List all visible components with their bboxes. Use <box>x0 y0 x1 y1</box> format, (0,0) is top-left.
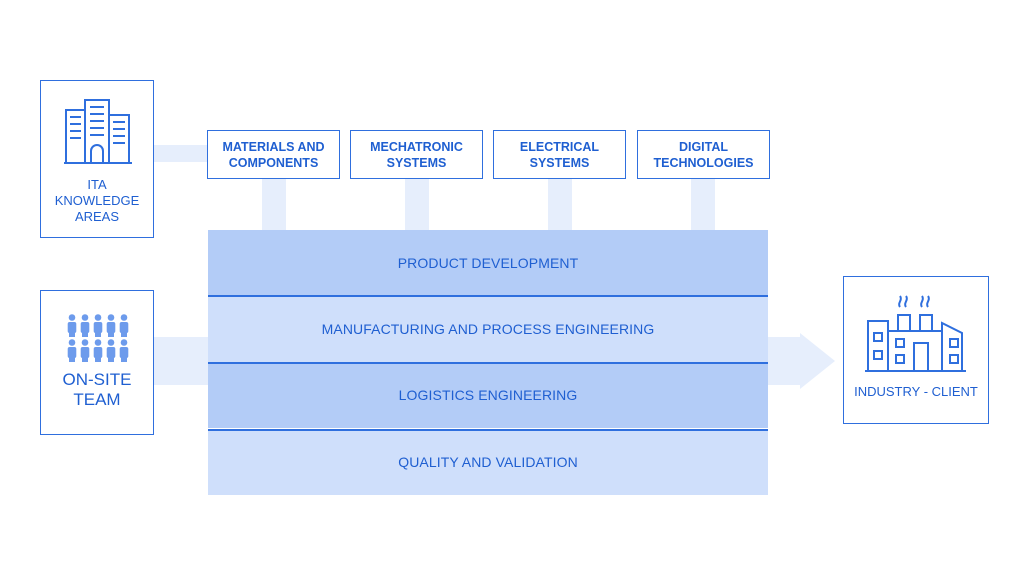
knowledge-areas-box: ITA KNOWLEDGE AREAS <box>40 80 154 238</box>
layer-divider <box>208 429 768 431</box>
on-site-team-label: ON-SITE TEAM <box>62 370 132 409</box>
person-figure <box>67 339 77 362</box>
industry-client-box: INDUSTRY - CLIENT <box>843 276 989 424</box>
area-connector-3 <box>548 178 572 230</box>
person-figure <box>93 339 103 362</box>
area-connector-4 <box>691 178 715 230</box>
knowledge-connector <box>153 145 209 162</box>
person-figure <box>93 314 103 337</box>
layer-product-development: PRODUCT DEVELOPMENT <box>208 230 768 296</box>
person-figure <box>67 314 77 337</box>
layer-manufacturing: MANUFACTURING AND PROCESS ENGINEERING <box>208 296 768 362</box>
layer-quality: QUALITY AND VALIDATION <box>208 429 768 495</box>
area-box-digital: DIGITAL TECHNOLOGIES <box>637 130 770 179</box>
layer-divider <box>208 362 768 364</box>
layer-divider <box>208 295 768 297</box>
area-box-mechatronic: MECHATRONIC SYSTEMS <box>350 130 483 179</box>
area-box-materials: MATERIALS AND COMPONENTS <box>207 130 340 179</box>
office-building-icon <box>64 99 132 164</box>
layer-logistics: LOGISTICS ENGINEERING <box>208 362 768 428</box>
person-figure <box>80 314 90 337</box>
people-group-icon <box>67 314 129 362</box>
on-site-team-box: ON-SITE TEAM <box>40 290 154 435</box>
area-connector-2 <box>405 178 429 230</box>
factory-icon <box>865 295 966 372</box>
person-figure <box>106 314 116 337</box>
area-connector-1 <box>262 178 286 230</box>
person-figure <box>119 339 129 362</box>
area-box-electrical: ELECTRICAL SYSTEMS <box>493 130 626 179</box>
knowledge-areas-label: ITA KNOWLEDGE AREAS <box>54 177 140 224</box>
person-figure <box>80 339 90 362</box>
person-figure <box>106 339 116 362</box>
person-figure <box>119 314 129 337</box>
industry-client-label: INDUSTRY - CLIENT <box>854 384 978 399</box>
